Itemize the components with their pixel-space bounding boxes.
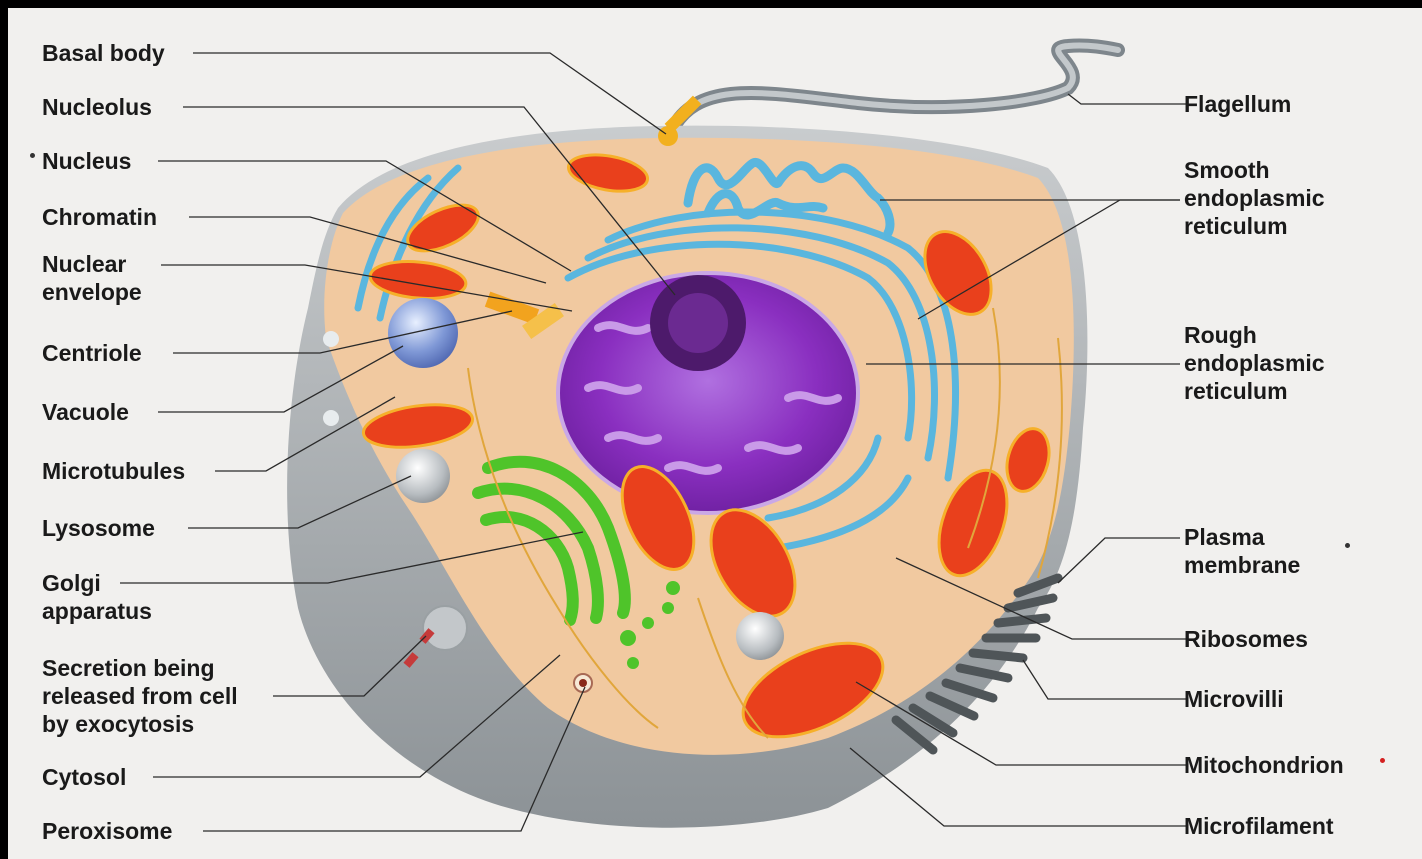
label-golgi-apparatus: Golgi apparatus [42, 569, 152, 625]
label-secretion: Secretion being released from cell by ex… [42, 654, 238, 738]
label-microvilli: Microvilli [1184, 685, 1284, 713]
marker-dot [1380, 758, 1385, 763]
label-nuclear-envelope: Nuclear envelope [42, 250, 142, 306]
label-vacuole: Vacuole [42, 398, 129, 426]
label-rough-er: Rough endoplasmic reticulum [1184, 321, 1325, 405]
marker-dot [30, 153, 35, 158]
label-ribosomes: Ribosomes [1184, 625, 1308, 653]
label-centriole: Centriole [42, 339, 142, 367]
vacuole-shape [388, 298, 458, 368]
label-peroxisome: Peroxisome [42, 817, 172, 845]
label-microtubules: Microtubules [42, 457, 185, 485]
label-mitochondrion: Mitochondrion [1184, 751, 1344, 779]
diagram-canvas: Basal body Nucleolus Nucleus Chromatin N… [8, 8, 1422, 859]
label-nucleus: Nucleus [42, 147, 131, 175]
label-plasma-membrane: Plasma membrane [1184, 523, 1300, 579]
label-basal-body: Basal body [42, 39, 165, 67]
label-microfilament: Microfilament [1184, 812, 1334, 840]
flagellum-shape [672, 45, 1118, 130]
label-flagellum: Flagellum [1184, 90, 1291, 118]
label-lysosome: Lysosome [42, 514, 155, 542]
lysosome-shape [396, 449, 450, 503]
label-cytosol: Cytosol [42, 763, 126, 791]
label-chromatin: Chromatin [42, 203, 157, 231]
label-smooth-er: Smooth endoplasmic reticulum [1184, 156, 1325, 240]
marker-dot [1345, 543, 1350, 548]
label-nucleolus: Nucleolus [42, 93, 152, 121]
